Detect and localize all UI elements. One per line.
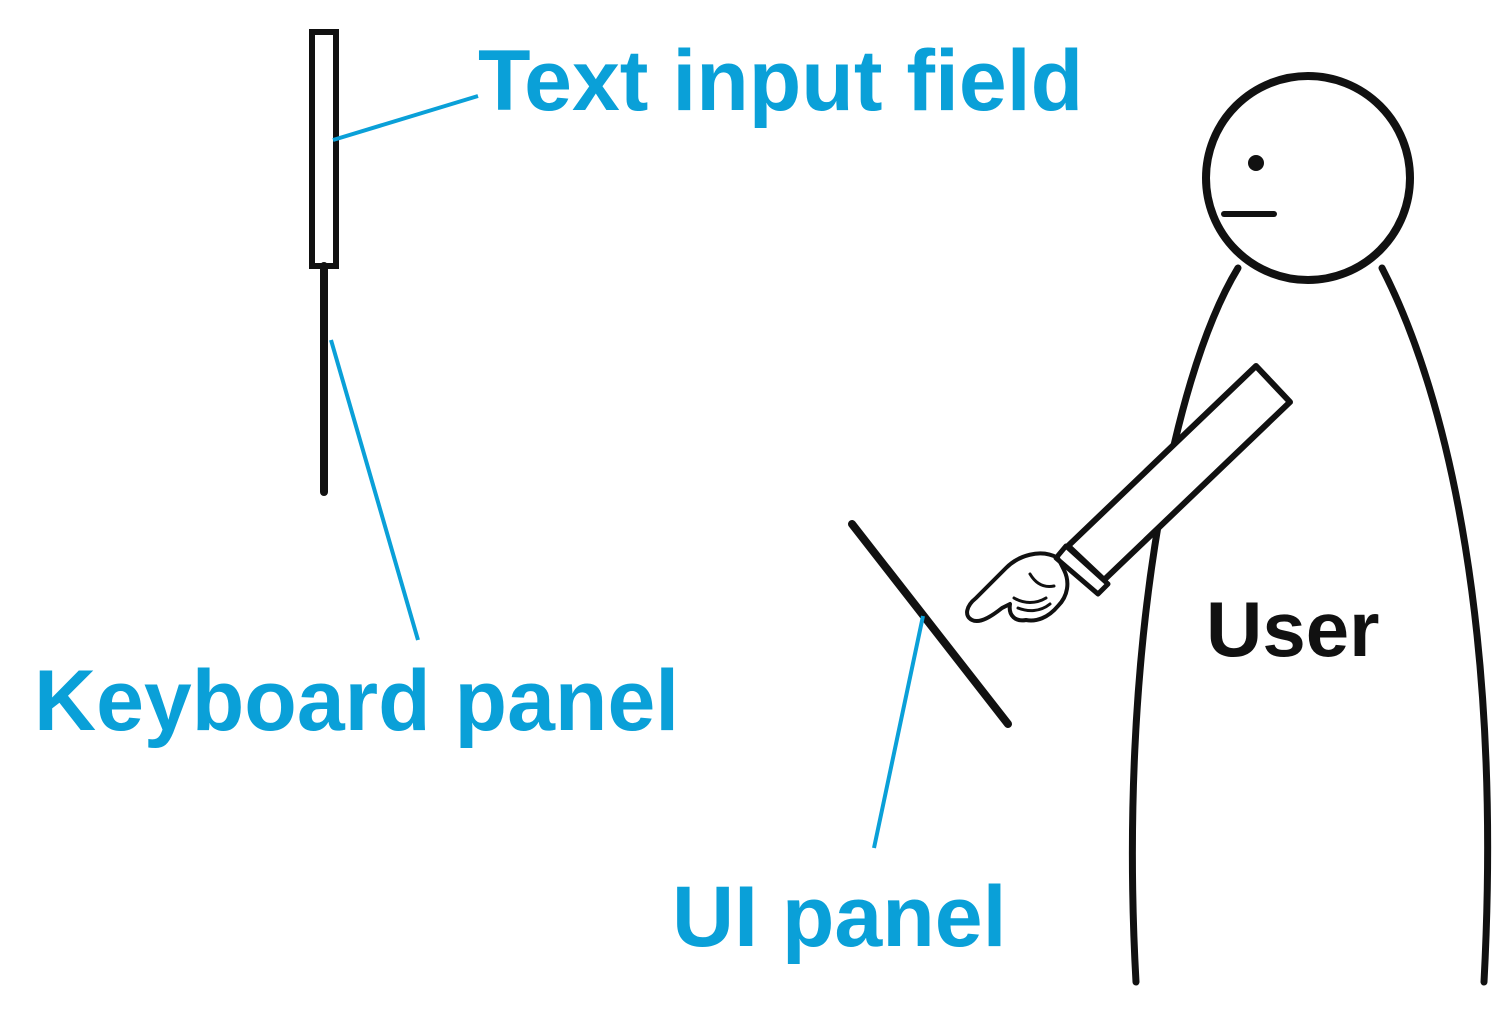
ui-panel-leader: [872, 615, 925, 849]
text-input-field-label: Text input field: [478, 33, 1083, 129]
user-figure: [965, 72, 1492, 986]
user-cuff: [1053, 543, 1111, 597]
user-body-right: [1378, 264, 1492, 986]
user-body-left: [1128, 264, 1242, 986]
pointing-hand-icon: [965, 551, 1070, 623]
user-arm: [1065, 363, 1293, 583]
keyboard-panel-leader: [329, 339, 420, 641]
user-eye: [1248, 155, 1264, 171]
ui-panel-label: UI panel: [672, 869, 1007, 965]
ui-panel-shape: [848, 520, 1012, 728]
text-input-field-leader: [332, 94, 479, 142]
keyboard-panel-label: Keyboard panel: [34, 653, 679, 749]
user-head: [1202, 72, 1414, 284]
text-input-field-shape: [309, 29, 339, 269]
user-label: User: [1206, 585, 1379, 673]
